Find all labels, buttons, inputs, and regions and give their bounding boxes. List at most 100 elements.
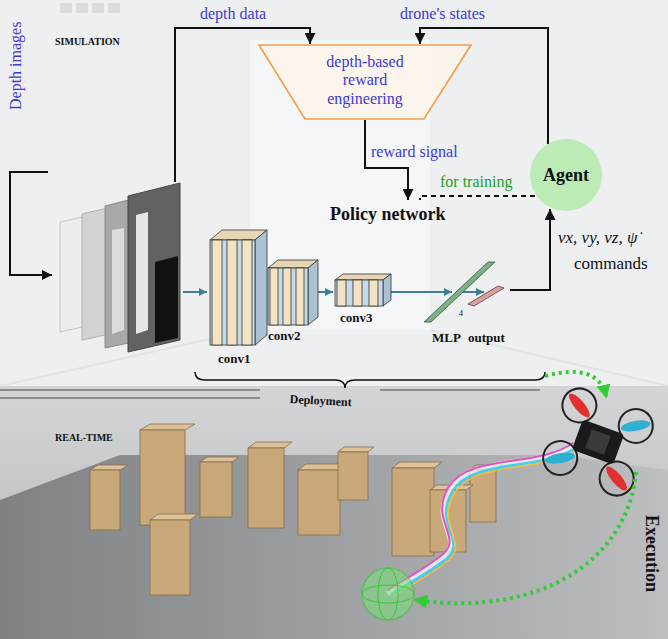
node-text: Agent	[543, 165, 589, 186]
drone	[538, 384, 657, 501]
drone	[566, 391, 593, 420]
cardboard-boxes	[90, 465, 128, 470]
node-text: Policy network	[330, 204, 445, 225]
trapezoid-outline	[259, 45, 471, 119]
flight-trajectory	[388, 443, 579, 596]
node-text: Depth images	[7, 22, 25, 110]
depth-image-frames	[112, 228, 124, 334]
photo-panel	[0, 386, 668, 639]
deployment-brace	[195, 372, 545, 388]
simulation-panel	[0, 0, 668, 386]
conv3-block	[335, 274, 391, 280]
goal-sphere	[362, 585, 414, 603]
simulation-panel	[0, 0, 668, 386]
command-symbols: vx, vy, vz, ψ̇	[558, 228, 637, 248]
simulation-panel	[108, 3, 120, 13]
conv2-block	[268, 260, 318, 325]
reward-trapezoid: depth-based reward engineering	[258, 44, 472, 120]
drone	[620, 418, 651, 433]
drone	[545, 451, 576, 466]
cnn-arrows	[391, 291, 452, 293]
connector-arrow	[510, 209, 550, 290]
simulation-panel	[430, 330, 668, 386]
photo-panel	[0, 455, 668, 639]
conv1-block	[255, 230, 267, 345]
policy-network: Policy network	[200, 200, 510, 360]
conv2-block	[296, 268, 304, 325]
deploy-arrow	[545, 372, 606, 396]
agent-circle: Agent	[529, 138, 603, 212]
output-size: 4	[459, 309, 463, 318]
cardboard-boxes	[200, 462, 232, 517]
output-layer	[468, 286, 504, 306]
cnn-arrows	[183, 291, 207, 293]
conv3-block	[335, 274, 391, 306]
conv1-block	[227, 240, 237, 345]
command-label: commands	[574, 254, 648, 274]
mlp-layer	[424, 262, 495, 322]
cardboard-boxes	[392, 462, 442, 468]
cardboard-boxes	[298, 470, 340, 535]
node-text: depth-based reward engineering	[315, 53, 415, 108]
edge-label: reward signal	[371, 143, 458, 161]
cardboard-boxes	[90, 424, 502, 595]
simulation-panel	[92, 3, 104, 13]
goal-sphere	[362, 568, 414, 620]
depth-image-frames	[60, 183, 180, 352]
layer-name: conv3	[340, 311, 373, 326]
conv1-block	[210, 240, 255, 345]
input-loop-arrow	[10, 172, 52, 275]
flight-trajectory	[394, 449, 579, 596]
depth-image-frames	[136, 212, 148, 334]
cardboard-boxes	[140, 424, 195, 430]
drone	[558, 384, 602, 428]
cardboard-boxes	[338, 447, 374, 452]
conv3-block	[335, 280, 383, 306]
cardboard-boxes	[248, 442, 292, 448]
conv1-block	[242, 240, 252, 345]
photo-panel	[0, 397, 260, 399]
execute-arrow	[416, 472, 636, 603]
simulation-panel	[76, 3, 88, 13]
conv3-block	[383, 274, 391, 306]
conv1-block	[212, 240, 222, 345]
photo-panel	[0, 389, 260, 391]
depth-image-frames	[155, 256, 178, 343]
simulation-panel	[60, 3, 72, 13]
cardboard-boxes	[392, 468, 434, 556]
conv2-block	[268, 268, 308, 325]
goal-sphere	[378, 568, 398, 620]
drone	[572, 419, 624, 464]
layer-name: conv2	[268, 329, 301, 344]
photo-panel	[380, 389, 540, 391]
cardboard-boxes	[140, 430, 185, 525]
cardboard-boxes	[150, 514, 198, 520]
layer-name: MLP	[432, 331, 461, 346]
layer-name: conv1	[218, 352, 251, 367]
edge-label: depth data	[200, 5, 266, 23]
panel-title: SIMULATION	[55, 36, 120, 48]
conv2-block	[283, 268, 291, 325]
edge-label: for training	[440, 173, 512, 191]
conv3-block	[337, 280, 346, 306]
depth-image-frames	[128, 183, 180, 352]
agent-circle-shape	[530, 139, 602, 211]
panel-title: REAL-TIME	[55, 432, 113, 444]
conv3-block	[369, 280, 378, 306]
cnn-arrows	[462, 291, 484, 293]
goal-sphere	[362, 568, 414, 620]
edge-label: drone's states	[400, 5, 485, 23]
photo-panel	[0, 386, 668, 639]
cardboard-boxes	[150, 520, 190, 595]
flight-trajectory	[392, 447, 577, 594]
cnn-arrows	[318, 291, 333, 293]
conv2-block	[270, 268, 278, 325]
conv1-block	[210, 230, 267, 345]
execution-label: Execution	[641, 515, 662, 592]
cardboard-boxes	[338, 452, 368, 500]
conv2-block	[308, 260, 318, 325]
deployment-label: Deployment	[289, 393, 352, 410]
connector-arrow	[420, 196, 535, 200]
